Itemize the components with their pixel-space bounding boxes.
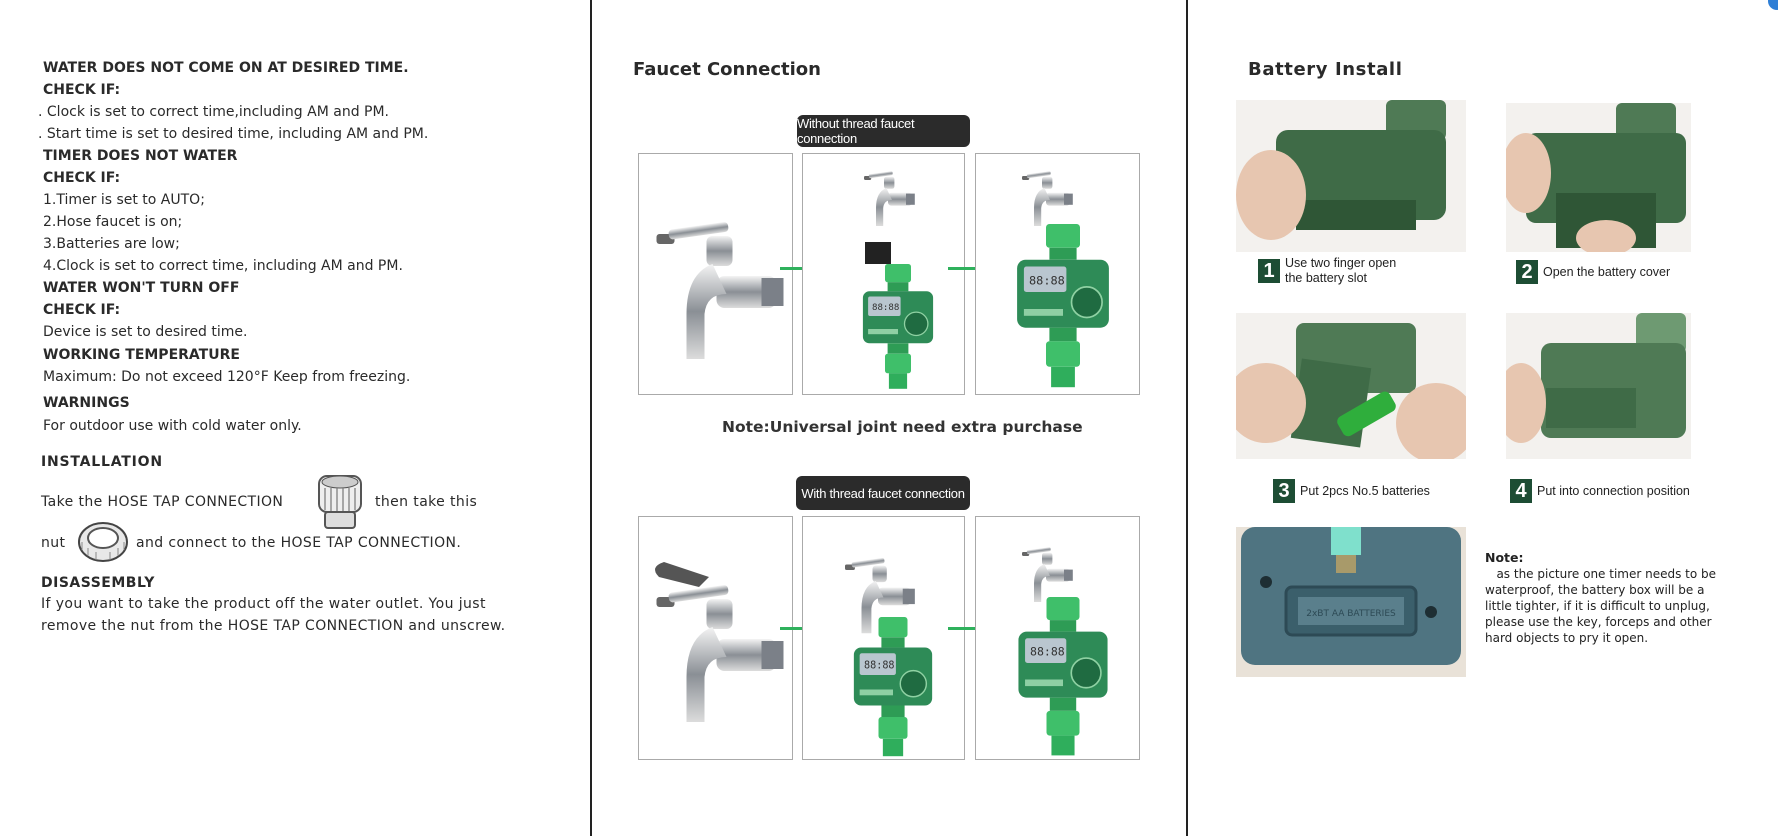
text-line: nut [41, 535, 66, 551]
step-text: Put into connection position [1537, 483, 1690, 498]
step-number: 2 [1516, 260, 1538, 284]
step-number: 3 [1273, 479, 1295, 503]
check-label: CHECK IF: [43, 82, 121, 98]
text-line: Take the HOSE TAP CONNECTION [41, 494, 284, 510]
note-line: little tighter, if it is difficult to un… [1485, 599, 1710, 613]
page-divider [1186, 0, 1188, 836]
faucet-with-adapter-photo [802, 153, 965, 395]
text-line: then take this [375, 494, 478, 510]
corner-badge-icon[interactable] [1768, 0, 1778, 10]
battery-insert-image [1236, 323, 1466, 459]
assembled-photo [975, 153, 1140, 395]
note-line: as the picture one timer needs to be [1485, 567, 1717, 581]
faucet-image [655, 562, 784, 722]
faucet-with-timer-photo [802, 516, 965, 760]
assembled-photo [975, 516, 1140, 760]
step-4-label: 4 Put into connection position [1510, 479, 1690, 503]
nut-icon [78, 522, 128, 562]
step-number: 1 [1258, 259, 1280, 283]
step1-photo [1236, 100, 1466, 252]
step-text: Open the battery cover [1543, 264, 1671, 279]
heading: INSTALLATION [41, 454, 163, 470]
timer-back-image [1236, 100, 1446, 240]
note-line: please use the key, forceps and other [1485, 615, 1712, 629]
faucet-timer-image [845, 557, 934, 758]
step-text: Put 2pcs No.5 batteries [1300, 483, 1430, 498]
hose-tap-connection-icon [318, 475, 362, 529]
heading: WORKING TEMPERATURE [43, 347, 240, 363]
heading: WATER DOES NOT COME ON AT DESIRED TIME. [43, 60, 409, 76]
faucet-timer-image [1017, 547, 1109, 757]
faucet-timer-image [862, 171, 934, 390]
text-line: 4.Clock is set to correct time, includin… [43, 258, 403, 274]
note-line: hard objects to pry it open. [1485, 631, 1649, 645]
text-line: Maximum: Do not exceed 120°F Keep from f… [43, 369, 411, 385]
heading: DISASSEMBLY [41, 575, 155, 591]
text-line: 1.Timer is set to AUTO; [43, 192, 205, 208]
faucet-timer-image [1016, 171, 1110, 389]
text-line: If you want to take the product off the … [41, 596, 486, 612]
page-divider [590, 0, 592, 836]
step-2-label: 2 Open the battery cover [1516, 260, 1670, 284]
faucet-connection-title: Faucet Connection [633, 59, 821, 80]
battery-box-image: 2xBT AA BATTERIES [1241, 527, 1461, 665]
text-line: . Clock is set to correct time,including… [38, 104, 389, 120]
universal-joint-note: Note:Universal joint need extra purchase [722, 418, 1083, 436]
text-line: 3.Batteries are low; [43, 236, 180, 252]
step4-photo [1506, 313, 1691, 459]
check-label: CHECK IF: [43, 170, 121, 186]
without-thread-badge: Without thread faucet connection [797, 115, 970, 147]
step-text: Use two finger open [1285, 256, 1397, 270]
battery-install-title: Battery Install [1248, 59, 1403, 80]
check-label: CHECK IF: [43, 302, 121, 318]
battery-note: Note: as the picture one timer needs to … [1485, 550, 1716, 646]
note-line: waterproof, the battery box will be a [1485, 583, 1705, 597]
step-3-label: 3 Put 2pcs No.5 batteries [1273, 479, 1430, 503]
step3-photo [1236, 313, 1466, 459]
step2-photo [1506, 103, 1691, 252]
text-line: For outdoor use with cold water only. [43, 418, 302, 434]
text-line: Device is set to desired time. [43, 324, 248, 340]
faucet-photo [638, 516, 793, 760]
text-line: and connect to the HOSE TAP CONNECTION. [136, 535, 462, 551]
text-line: 2.Hose faucet is on; [43, 214, 183, 230]
step-text: the battery slot [1285, 271, 1367, 285]
timer-cover-image [1506, 103, 1686, 252]
note-title: Note: [1485, 550, 1524, 565]
battery-box-photo: 2xBT AA BATTERIES [1236, 527, 1466, 677]
heading: TIMER DOES NOT WATER [43, 148, 238, 164]
heading: WARNINGS [43, 395, 130, 411]
faucet-photo [638, 153, 793, 395]
text-line: remove the nut from the HOSE TAP CONNECT… [41, 618, 506, 634]
step-number: 4 [1510, 479, 1532, 503]
faucet-image [656, 221, 784, 359]
battery-position-image [1506, 313, 1686, 443]
text-line: . Start time is set to desired time, inc… [38, 126, 429, 142]
svg-text:2xBT AA BATTERIES: 2xBT AA BATTERIES [1306, 609, 1396, 619]
heading: WATER WON'T TURN OFF [43, 280, 240, 296]
with-thread-badge: With thread faucet connection [796, 476, 970, 510]
